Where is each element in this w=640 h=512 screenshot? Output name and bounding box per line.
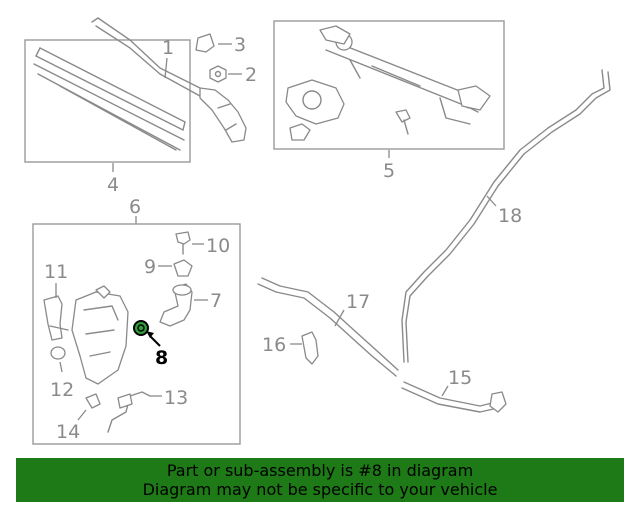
parts-diagram: 1 3 2 4 5 6 11 — [24, 17, 611, 445]
group-box-washer — [32, 223, 241, 445]
part-highlighted-8[interactable] — [133, 320, 149, 336]
part-wiper-motor[interactable] — [285, 79, 345, 141]
callout-2: 2 — [245, 64, 257, 86]
group-box-wiper-blades — [24, 39, 191, 163]
callout-3: 3 — [234, 34, 246, 56]
part-washer-nozzle[interactable] — [301, 331, 319, 365]
leader-12 — [59, 361, 63, 373]
callout-15: 15 — [448, 367, 472, 389]
part-linkage-bolt[interactable] — [395, 109, 411, 135]
part-washer-hose-18[interactable] — [401, 69, 611, 363]
part-washer-hose-clip[interactable] — [85, 393, 101, 409]
callout-8: 8 — [155, 347, 168, 369]
leader-17 — [334, 309, 345, 327]
callout-14: 14 — [56, 421, 80, 443]
callout-5: 5 — [383, 160, 395, 182]
part-arm-nut[interactable] — [209, 65, 227, 83]
banner-line-1: Part or sub-assembly is #8 in diagram — [166, 461, 474, 480]
part-washer-hose-17[interactable] — [257, 277, 399, 377]
info-banner: Part or sub-assembly is #8 in diagram Di… — [16, 458, 624, 502]
callout-12: 12 — [50, 379, 74, 401]
part-arm-cap[interactable] — [195, 33, 215, 53]
callout-13: 13 — [164, 387, 188, 409]
part-washer-reservoir[interactable] — [71, 285, 129, 385]
group-box-wiper-linkage — [273, 20, 505, 150]
part-level-sensor[interactable] — [173, 259, 193, 277]
callout-1: 1 — [162, 37, 174, 59]
banner-line-2: Diagram may not be specific to your vehi… — [142, 480, 498, 499]
part-washer-wiring[interactable] — [107, 391, 151, 433]
leader-1 — [164, 57, 168, 79]
part-washer-pump[interactable] — [43, 295, 69, 341]
callout-4: 4 — [107, 174, 119, 196]
callout-18: 18 — [498, 205, 522, 227]
arrowhead-8 — [146, 331, 154, 338]
callout-16: 16 — [262, 334, 286, 356]
leader-8 — [149, 335, 161, 347]
part-wiper-linkage[interactable] — [319, 25, 491, 125]
callout-17: 17 — [346, 291, 370, 313]
leader-18 — [486, 195, 497, 207]
callout-10: 10 — [206, 235, 230, 257]
callout-11: 11 — [44, 261, 68, 283]
part-wiper-blade[interactable] — [33, 47, 186, 151]
part-pump-grommet[interactable] — [50, 346, 66, 360]
part-filler-neck[interactable] — [159, 283, 193, 327]
part-reservoir-cap[interactable] — [175, 231, 191, 255]
part-wiper-arm[interactable] — [91, 17, 247, 143]
leader-15 — [441, 385, 449, 397]
callout-9: 9 — [144, 256, 156, 278]
part-washer-hose-15[interactable] — [401, 381, 507, 413]
leader-14 — [77, 409, 87, 421]
callout-6: 6 — [129, 196, 141, 218]
callout-7: 7 — [210, 290, 222, 312]
